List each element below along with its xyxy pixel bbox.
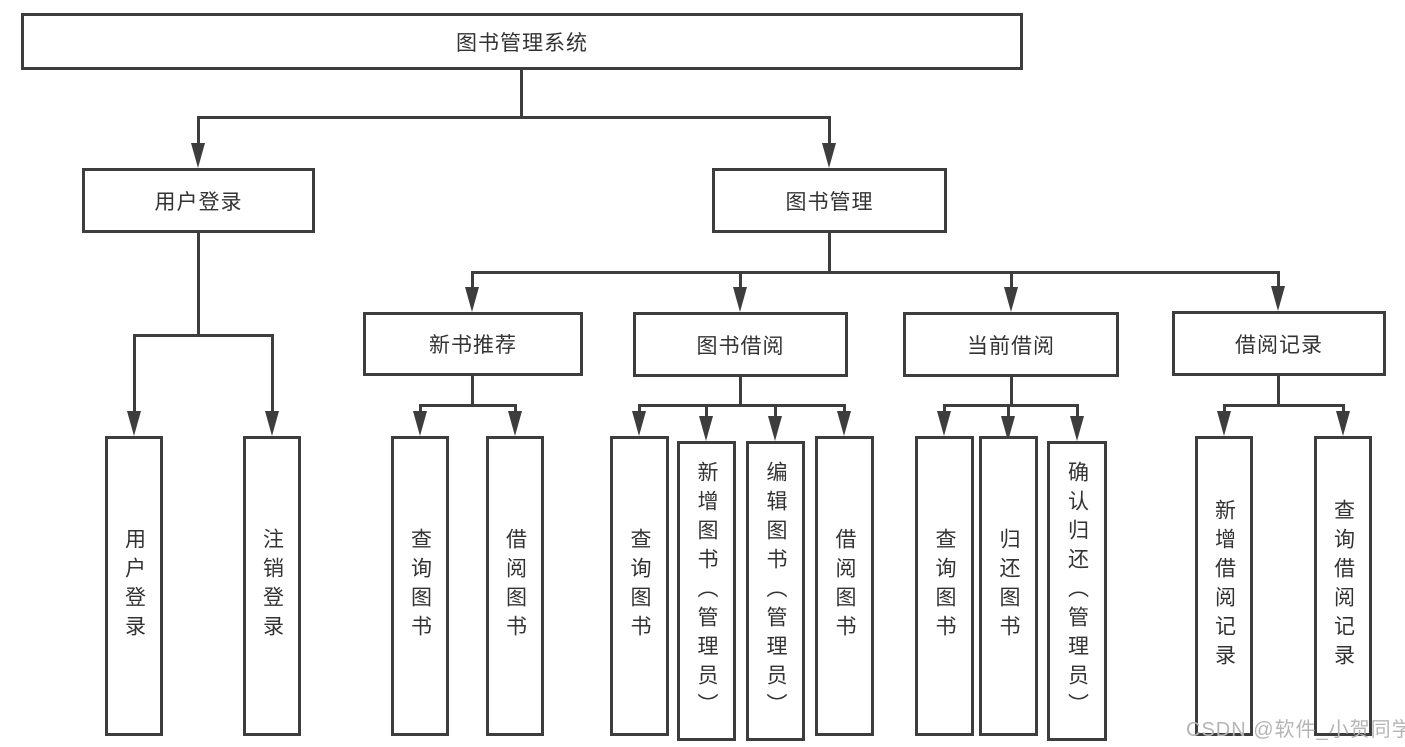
leaf-borrow-books: 借阅图书 (815, 436, 874, 736)
arrowhead-down-icon (127, 411, 141, 436)
connector-line (1277, 271, 1280, 289)
connector-line (133, 334, 136, 412)
arrowhead-down-icon (413, 411, 427, 436)
connector-line (1223, 404, 1345, 407)
leaf-logout: 注销登录 (243, 436, 301, 736)
arrowhead-down-icon (1217, 411, 1231, 436)
leaf-query-borrow-record: 查询借阅记录 (1314, 436, 1372, 736)
arrowhead-down-icon (837, 411, 851, 436)
node-current-borrow: 当前借阅 (903, 312, 1119, 377)
leaf-confirm-return-admin: 确认归还（管理员） (1047, 441, 1107, 741)
leaf-add-borrow-record: 新增借阅记录 (1195, 436, 1253, 736)
connector-line (1342, 404, 1345, 414)
connector-line (1076, 404, 1079, 419)
arrowhead-down-icon (1336, 411, 1350, 436)
leaf-query-books-current: 查询图书 (915, 436, 974, 736)
connector-line (828, 232, 831, 273)
connector-line (471, 271, 474, 289)
arrowhead-down-icon (822, 143, 836, 168)
node-user-login: 用户登录 (82, 168, 315, 233)
connector-line (638, 404, 846, 407)
connector-line (1007, 404, 1010, 419)
node-root-system: 图书管理系统 (21, 13, 1023, 70)
connector-line (843, 404, 846, 414)
arrowhead-down-icon (937, 411, 951, 436)
node-borrow-records: 借阅记录 (1172, 311, 1386, 376)
connector-line (197, 116, 831, 119)
arrowhead-down-icon (1004, 287, 1018, 312)
connector-line (1277, 376, 1280, 407)
arrowhead-down-icon (632, 411, 646, 436)
leaf-edit-books-admin: 编辑图书（管理员） (746, 441, 805, 741)
connector-line (1010, 377, 1013, 407)
connector-line (471, 376, 474, 407)
connector-line (739, 377, 742, 407)
leaf-add-books-admin: 新增图书（管理员） (677, 441, 736, 741)
connector-line (197, 232, 200, 336)
connector-line (638, 404, 641, 414)
connector-line (943, 404, 1079, 407)
node-book-borrow: 图书借阅 (633, 312, 848, 377)
arrowhead-down-icon (1001, 416, 1015, 441)
arrowhead-down-icon (508, 411, 522, 436)
connector-line (133, 334, 274, 337)
connector-line (828, 116, 831, 145)
connector-line (520, 69, 523, 118)
connector-line (419, 404, 422, 414)
arrowhead-down-icon (733, 287, 747, 312)
arrowhead-down-icon (265, 411, 279, 436)
connector-line (1223, 404, 1226, 414)
arrowhead-down-icon (465, 287, 479, 312)
connector-line (197, 116, 200, 145)
arrowhead-down-icon (768, 416, 782, 441)
connector-line (705, 404, 708, 419)
leaf-user-login: 用户登录 (105, 436, 163, 736)
node-book-management: 图书管理 (712, 168, 947, 233)
connector-line (739, 271, 742, 289)
leaf-borrow-books-recommend: 借阅图书 (486, 436, 544, 736)
connector-line (774, 404, 777, 419)
leaf-query-books-recommend: 查询图书 (391, 436, 449, 736)
connector-line (471, 271, 1280, 274)
arrowhead-down-icon (699, 416, 713, 441)
node-new-book-recommend: 新书推荐 (363, 312, 583, 376)
csdn-watermark: CSDN @软件_小贺同学 (1186, 719, 1405, 741)
connector-line (1010, 271, 1013, 289)
connector-line (271, 334, 274, 412)
connector-line (943, 404, 946, 414)
arrowhead-down-icon (1070, 416, 1084, 441)
leaf-return-books: 归还图书 (979, 436, 1038, 736)
leaf-query-books-borrow: 查询图书 (610, 436, 669, 736)
arrowhead-down-icon (191, 143, 205, 168)
connector-line (419, 404, 517, 407)
connector-line (514, 404, 517, 414)
arrowhead-down-icon (1271, 286, 1285, 311)
